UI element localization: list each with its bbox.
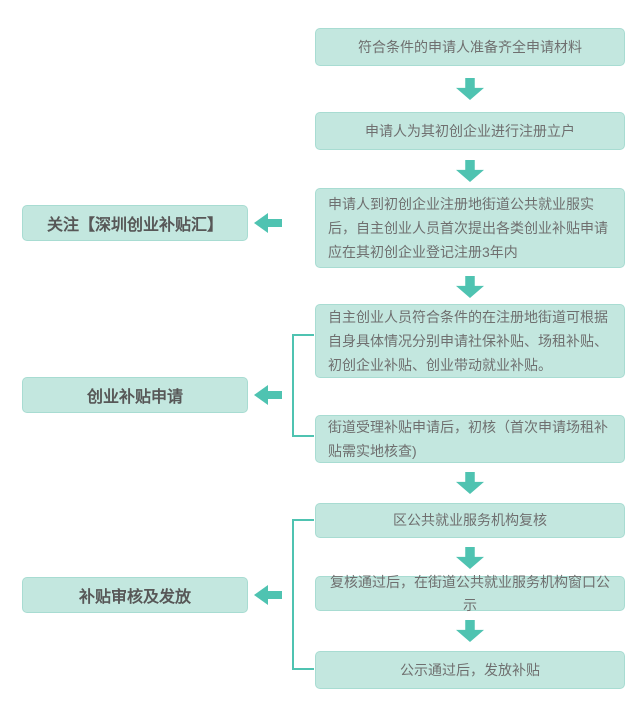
bracket-connector-steps-4-5: [292, 334, 314, 437]
left-arrow-icon: [254, 585, 282, 605]
down-arrow-icon: [456, 160, 484, 182]
down-arrow-icon: [456, 78, 484, 100]
flow-step-5-box: 街道受理补贴申请后，初核（首次申请场租补贴需实地核查): [315, 415, 625, 463]
flow-step-1-box: 符合条件的申请人准备齐全申请材料: [315, 28, 625, 66]
down-arrow-icon: [456, 547, 484, 569]
flow-step-3-box: 申请人到初创企业注册地街道公共就业服实后，自主创业人员首次提出各类创业补贴申请应…: [315, 188, 625, 268]
down-arrow-icon: [456, 276, 484, 298]
flow-step-2-box: 申请人为其初创企业进行注册立户: [315, 112, 625, 150]
bracket-connector-steps-6-8: [292, 519, 314, 670]
flow-step-6-box: 区公共就业服务机构复核: [315, 503, 625, 538]
stage-label-follow-account: 关注【深圳创业补贴汇】: [22, 205, 248, 241]
stage-label-subsidy-application: 创业补贴申请: [22, 377, 248, 413]
flow-step-4-box: 自主创业人员符合条件的在注册地街道可根据自身具体情况分别申请社保补贴、场租补贴、…: [315, 304, 625, 378]
down-arrow-icon: [456, 620, 484, 642]
flow-step-7-box: 复核通过后，在街道公共就业服务机构窗口公示: [315, 574, 625, 613]
down-arrow-icon: [456, 472, 484, 494]
left-arrow-icon: [254, 385, 282, 405]
stage-label-review-and-grant: 补贴审核及发放: [22, 577, 248, 613]
flow-step-8-box: 公示通过后，发放补贴: [315, 651, 625, 689]
left-arrow-icon: [254, 213, 282, 233]
